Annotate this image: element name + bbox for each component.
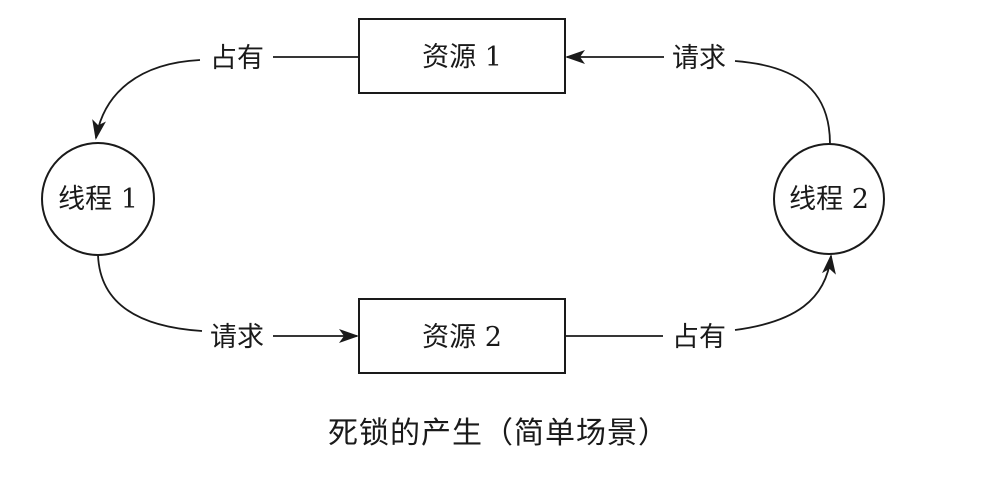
edge-label-request-2: 请求 — [210, 322, 264, 353]
resource-1-box — [358, 18, 566, 94]
edge-label-occupy-1: 占有 — [210, 43, 264, 74]
resource-1-label: 资源 1 — [422, 42, 502, 73]
resource-2-label: 资源 2 — [422, 322, 502, 353]
edge-resource1-to-thread1: 占有 — [92, 43, 359, 140]
thread-1-node: 线程 1 — [41, 142, 155, 256]
edge-resource2-to-thread2: 占有 — [565, 254, 836, 353]
edge-arrow-to-thread2 — [734, 254, 836, 331]
thread-2-label: 线程 2 — [789, 184, 869, 215]
resource-1-node: 资源 1 — [358, 18, 566, 94]
edge-arrow-to-thread1 — [92, 59, 201, 140]
edge-thread1-to-resource2: 请求 — [97, 254, 359, 353]
edge-thread2-to-resource1: 请求 — [565, 43, 831, 145]
figure-caption: 死锁的产生（简单场景） — [328, 416, 669, 451]
edge-label-request-1: 请求 — [672, 43, 726, 74]
resource-2-node: 资源 2 — [358, 298, 566, 374]
edge-label-occupy-2: 占有 — [672, 322, 726, 353]
thread-2-circle — [773, 143, 885, 255]
resource-2-box — [358, 298, 566, 374]
edge-curve-from-thread1 — [97, 254, 203, 332]
thread-2-node: 线程 2 — [773, 143, 885, 255]
thread-1-label: 线程 1 — [58, 184, 138, 215]
edge-curve-from-thread2 — [734, 60, 831, 145]
